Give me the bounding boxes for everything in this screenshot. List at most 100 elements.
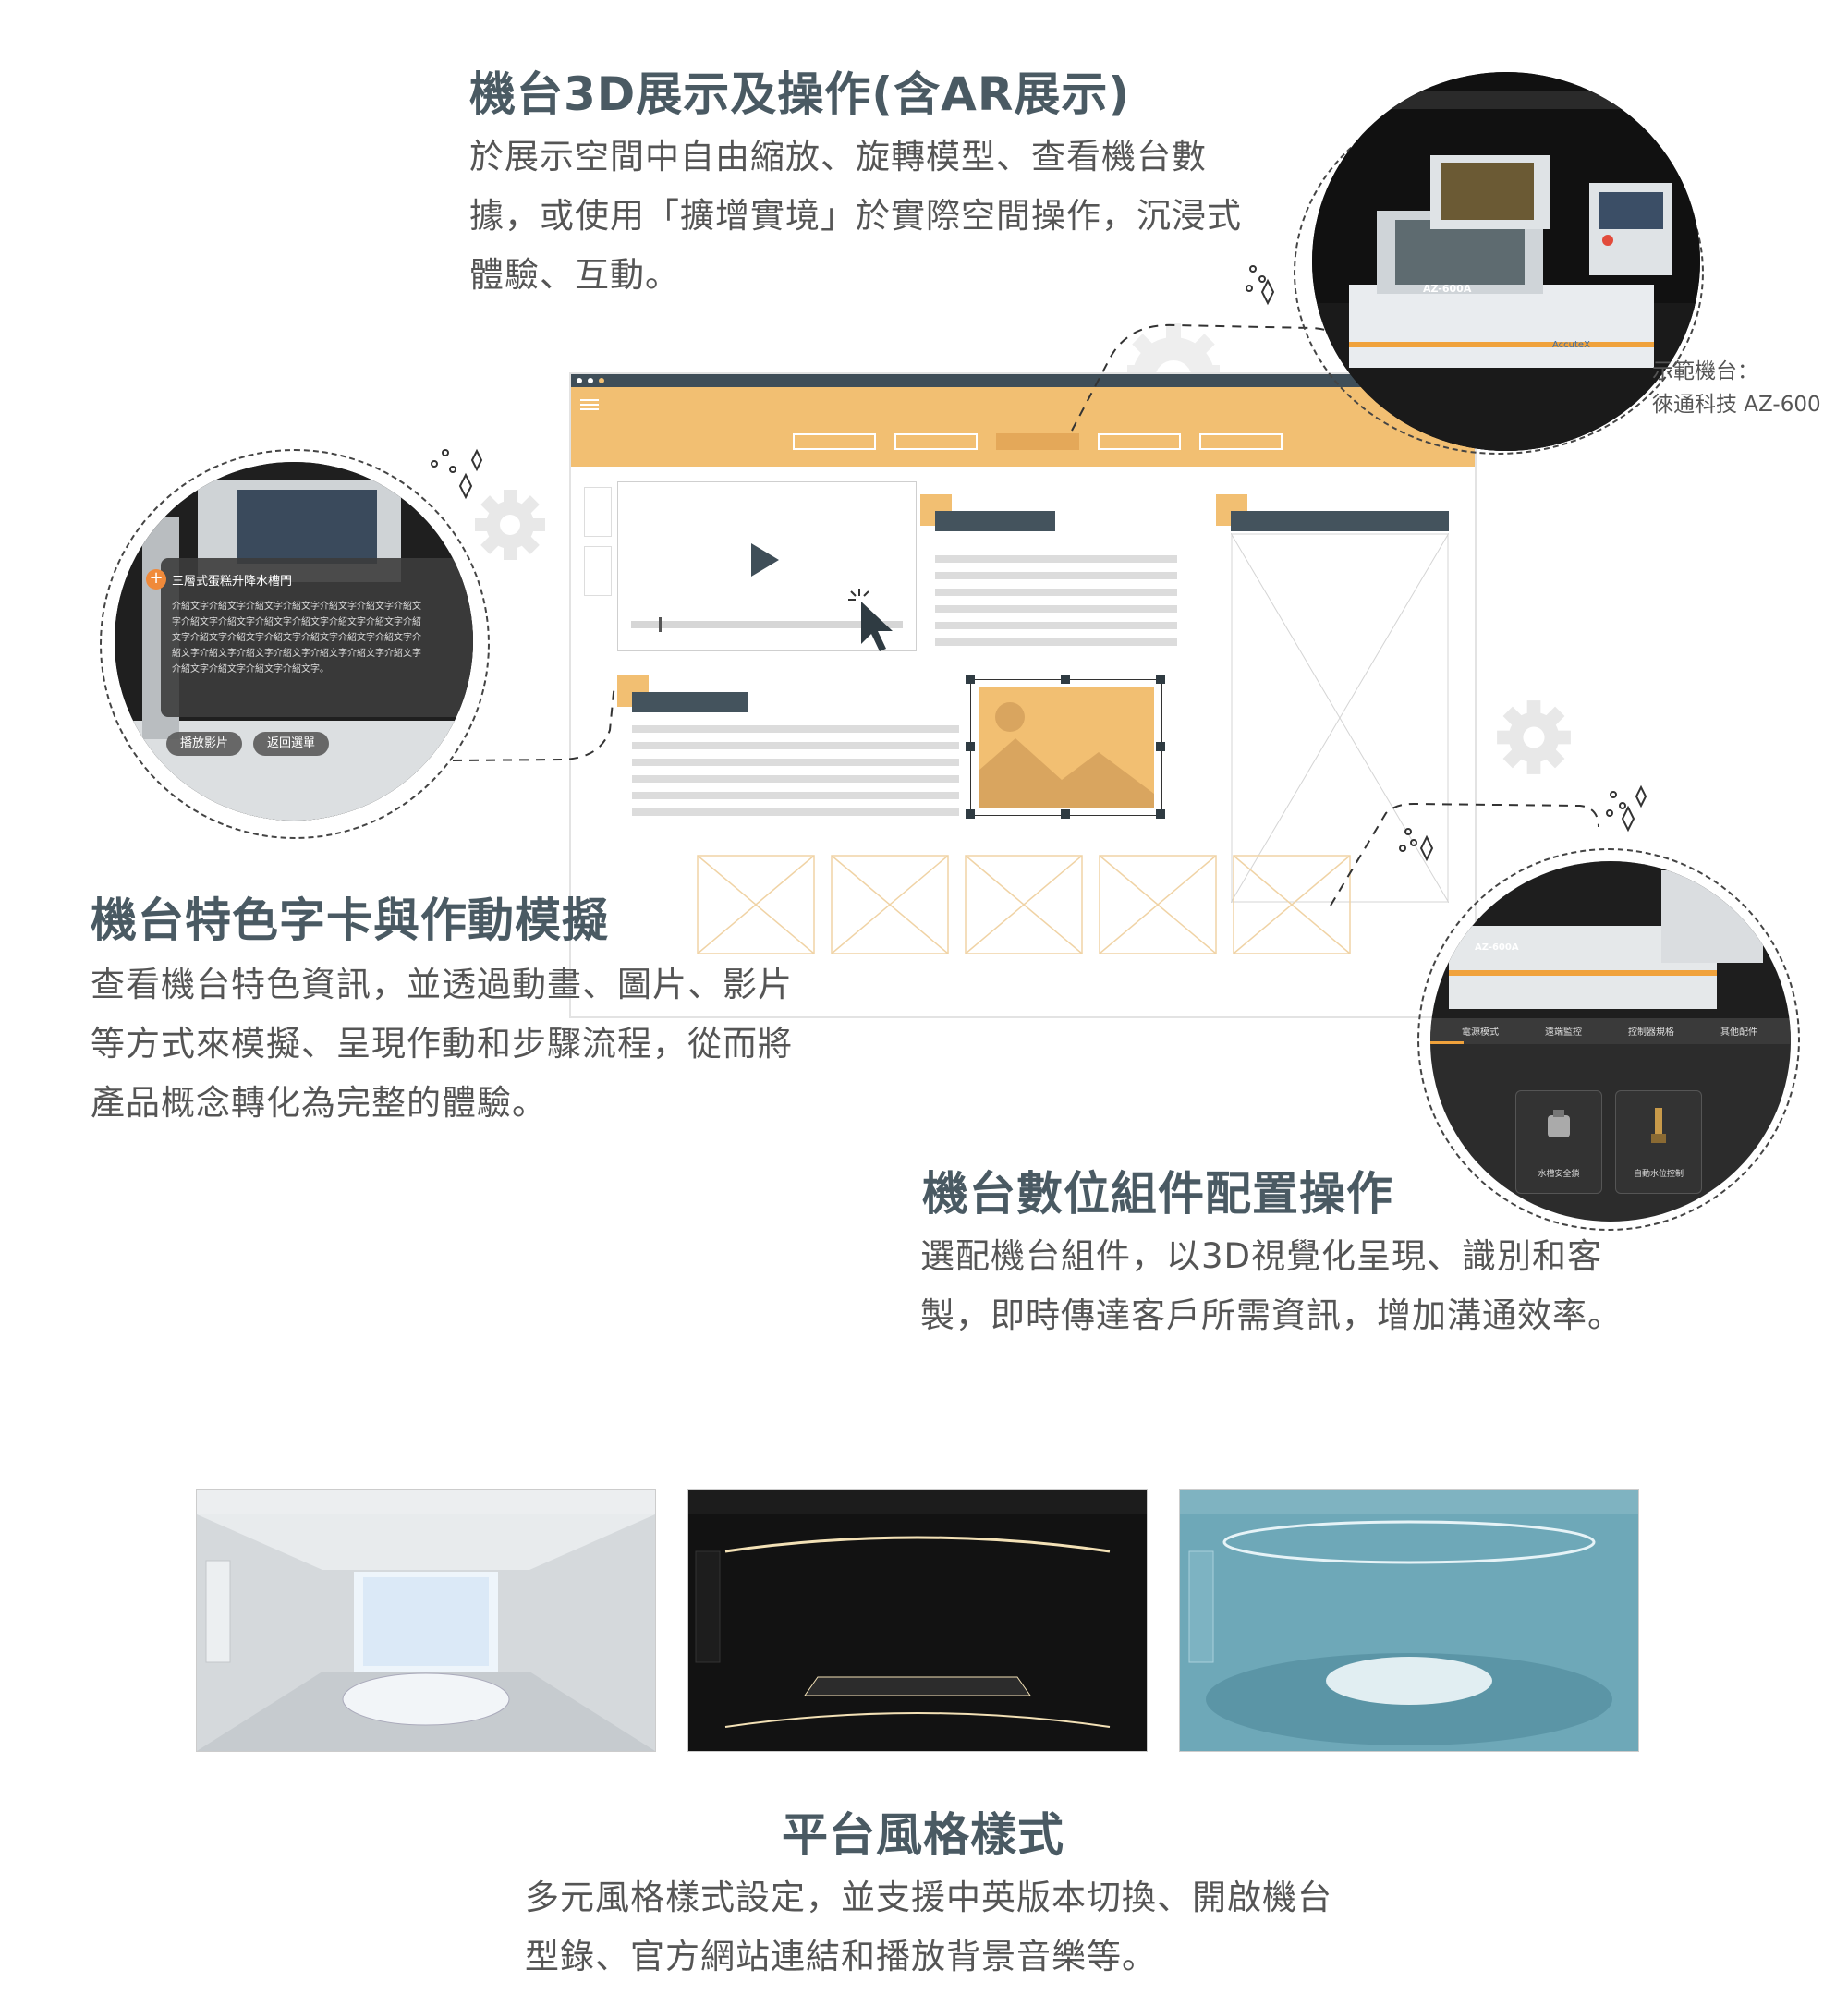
machine-illustration [115, 462, 473, 821]
section3-line: 選配機台組件，以3D視覺化呈現、識別和客 [920, 1236, 1603, 1276]
feature-card-view: 三層式蛋糕升降水槽門 介紹文字介紹文字介紹文字介紹文字介紹文字介紹文字介紹文 字… [115, 462, 473, 821]
hamburger-icon[interactable] [580, 396, 599, 413]
wireframe-navbar [571, 387, 1475, 467]
gear-icon [1497, 700, 1571, 774]
wireframe-heading-bar [1231, 511, 1449, 531]
wireframe-text-line [632, 759, 959, 766]
wireframe-placeholder [584, 487, 612, 537]
component-tabs: 電源模式 遠端監控 控制器規格 其他配件 [1430, 1018, 1791, 1044]
tab-other-accessories[interactable]: 其他配件 [1720, 1027, 1757, 1038]
play-icon[interactable] [749, 541, 781, 578]
dashed-ring [1417, 848, 1800, 1231]
section1-line: 據，或使用「擴增實境」於實際空間操作，沉浸式 [469, 196, 1242, 236]
machine-illustration [1312, 72, 1700, 451]
image-icon [979, 687, 1154, 808]
component-card[interactable]: 水槽安全鎖 [1515, 1090, 1602, 1194]
active-tab-indicator [1430, 1041, 1464, 1044]
section4-title: 平台風格樣式 [782, 1808, 1064, 1862]
theme-scene [1180, 1514, 1638, 1751]
component-card[interactable]: 自動水位控制 [1615, 1090, 1702, 1194]
theme-blue-thumbnail[interactable] [1179, 1489, 1639, 1752]
resize-handle[interactable] [966, 809, 975, 819]
wireframe-text-line [935, 589, 1177, 596]
wireframe-nav-tab[interactable] [1199, 433, 1283, 450]
feature-card-body: 介紹文字介紹文字介紹文字介紹文字介紹文字介紹文字介紹文 字介紹文字介紹文字介紹文… [172, 599, 421, 677]
resize-handle[interactable] [1156, 742, 1165, 751]
website-wireframe [569, 372, 1477, 1018]
wireframe-text-line [632, 742, 959, 749]
wireframe-text-line [935, 572, 1177, 579]
feature-info-card: 三層式蛋糕升降水槽門 介紹文字介紹文字介紹文字介紹文字介紹文字介紹文字介紹文 字… [161, 558, 473, 717]
feature-card-line: 字介紹文字介紹文字介紹文字介紹文字介紹文字介紹文字介紹 [172, 617, 421, 627]
machine-model-label: AZ-600A [1475, 942, 1519, 953]
tab-remote-monitoring[interactable]: 遠端監控 [1545, 1027, 1582, 1038]
thumbnail-row [697, 855, 1351, 954]
machine-model-label: AZ-600A [1423, 283, 1472, 295]
video-scrubber[interactable] [659, 617, 662, 632]
wireframe-text-line [935, 605, 1177, 613]
wireframe-text-line [632, 775, 959, 783]
section2-description: 查看機台特色資訊，並透過動畫、圖片、影片 等方式來模擬、呈現作動和步驟流程，從而… [91, 955, 793, 1133]
feature-card-line: 介紹文字介紹文字介紹文字介紹文字介紹文字介紹文字介紹文 [172, 602, 421, 612]
section3-line: 製，即時傳達客戶所需資訊，增加溝通效率。 [920, 1295, 1623, 1335]
add-icon[interactable]: + [146, 569, 166, 590]
tab-controller-spec[interactable]: 控制器規格 [1628, 1027, 1674, 1038]
component-config-view: AZ-600A 電源模式 遠端監控 控制器規格 其他配件 水槽安全鎖 自動水位控… [1430, 861, 1791, 1222]
resize-handle[interactable] [1156, 675, 1165, 684]
video-progress-bar[interactable] [631, 621, 903, 628]
section2-line: 產品概念轉化為完整的體驗。 [91, 1083, 547, 1123]
water-level-control-icon [1651, 1108, 1666, 1143]
wireframe-text-line [935, 555, 1177, 563]
section4-description: 多元風格樣式設定，並支援中英版本切換、開啟機台 型錄、官方網站連結和播放背景音樂… [525, 1868, 1332, 1987]
resize-handle[interactable] [966, 675, 975, 684]
wireframe-nav-tab-active[interactable] [996, 433, 1079, 450]
machine-scene: AZ-600A [1430, 861, 1791, 1018]
resize-handle[interactable] [966, 742, 975, 751]
browser-titlebar [571, 374, 1475, 387]
back-to-menu-button[interactable]: 返回選單 [253, 732, 329, 756]
wireframe-heading-bar [632, 692, 748, 712]
feature-card-title: 三層式蛋糕升降水槽門 [172, 575, 293, 589]
section3-title: 機台數位組件配置操作 [922, 1167, 1393, 1221]
video-player[interactable] [617, 481, 917, 651]
demo-machine-caption: 示範機台： 徠通科技 AZ-600 [1652, 355, 1821, 421]
theme-scene [688, 1514, 1147, 1751]
machine-illustration [1430, 861, 1791, 1018]
component-card-label: 自動水位控制 [1633, 1170, 1684, 1179]
theme-topbar [1180, 1490, 1638, 1514]
section1-description: 於展示空間中自由縮放、旋轉模型、查看機台數 據，或使用「擴增實境」於實際空間操作… [469, 128, 1242, 305]
section1-title: 機台3D展示及操作(含AR展示) [469, 67, 1131, 121]
wireframe-nav-tab[interactable] [1098, 433, 1181, 450]
section2-line: 等方式來模擬、呈現作動和步驟流程，從而將 [91, 1024, 793, 1064]
resize-handle[interactable] [1156, 809, 1165, 819]
gear-icon [475, 490, 545, 560]
theme-topbar [688, 1490, 1147, 1514]
wireframe-text-line [935, 638, 1177, 646]
wireframe-nav-tab[interactable] [793, 433, 876, 450]
theme-dark-thumbnail[interactable] [687, 1489, 1148, 1752]
wireframe-heading-bar [935, 511, 1055, 531]
wireframe-placeholder [584, 546, 612, 596]
wireframe-text-line [632, 808, 959, 816]
feature-card-line: 文字介紹文字介紹文字介紹文字介紹文字介紹文字介紹文字介 [172, 633, 421, 643]
section4-line: 多元風格樣式設定，並支援中英版本切換、開啟機台 [525, 1878, 1332, 1917]
dashed-ring [100, 449, 490, 839]
machine-3d-view[interactable]: AZ-600A AccuteX [1312, 72, 1700, 451]
caption-line: 徠通科技 AZ-600 [1652, 393, 1821, 417]
section4-line: 型錄、官方網站連結和播放背景音樂等。 [525, 1937, 1157, 1976]
theme-light-thumbnail[interactable] [196, 1489, 656, 1752]
theme-topbar [197, 1490, 655, 1514]
play-video-button[interactable]: 播放影片 [166, 732, 242, 756]
component-card-label: 水槽安全鎖 [1538, 1170, 1580, 1179]
brand-label: AccuteX [1552, 340, 1590, 350]
feature-card-line: 介紹文字介紹文字介紹文字介紹文字。 [172, 664, 329, 675]
resize-handle[interactable] [1061, 675, 1070, 684]
resize-handle[interactable] [1061, 809, 1070, 819]
cursor-icon [848, 589, 893, 651]
section3-description: 選配機台組件，以3D視覺化呈現、識別和客 製，即時傳達客戶所需資訊，增加溝通效率… [920, 1227, 1623, 1345]
section1-line: 於展示空間中自由縮放、旋轉模型、查看機台數 [469, 137, 1207, 176]
theme-scene [197, 1514, 655, 1751]
wireframe-nav-tab[interactable] [894, 433, 978, 450]
tab-power-mode[interactable]: 電源模式 [1462, 1027, 1499, 1038]
wireframe-text-line [632, 725, 959, 733]
